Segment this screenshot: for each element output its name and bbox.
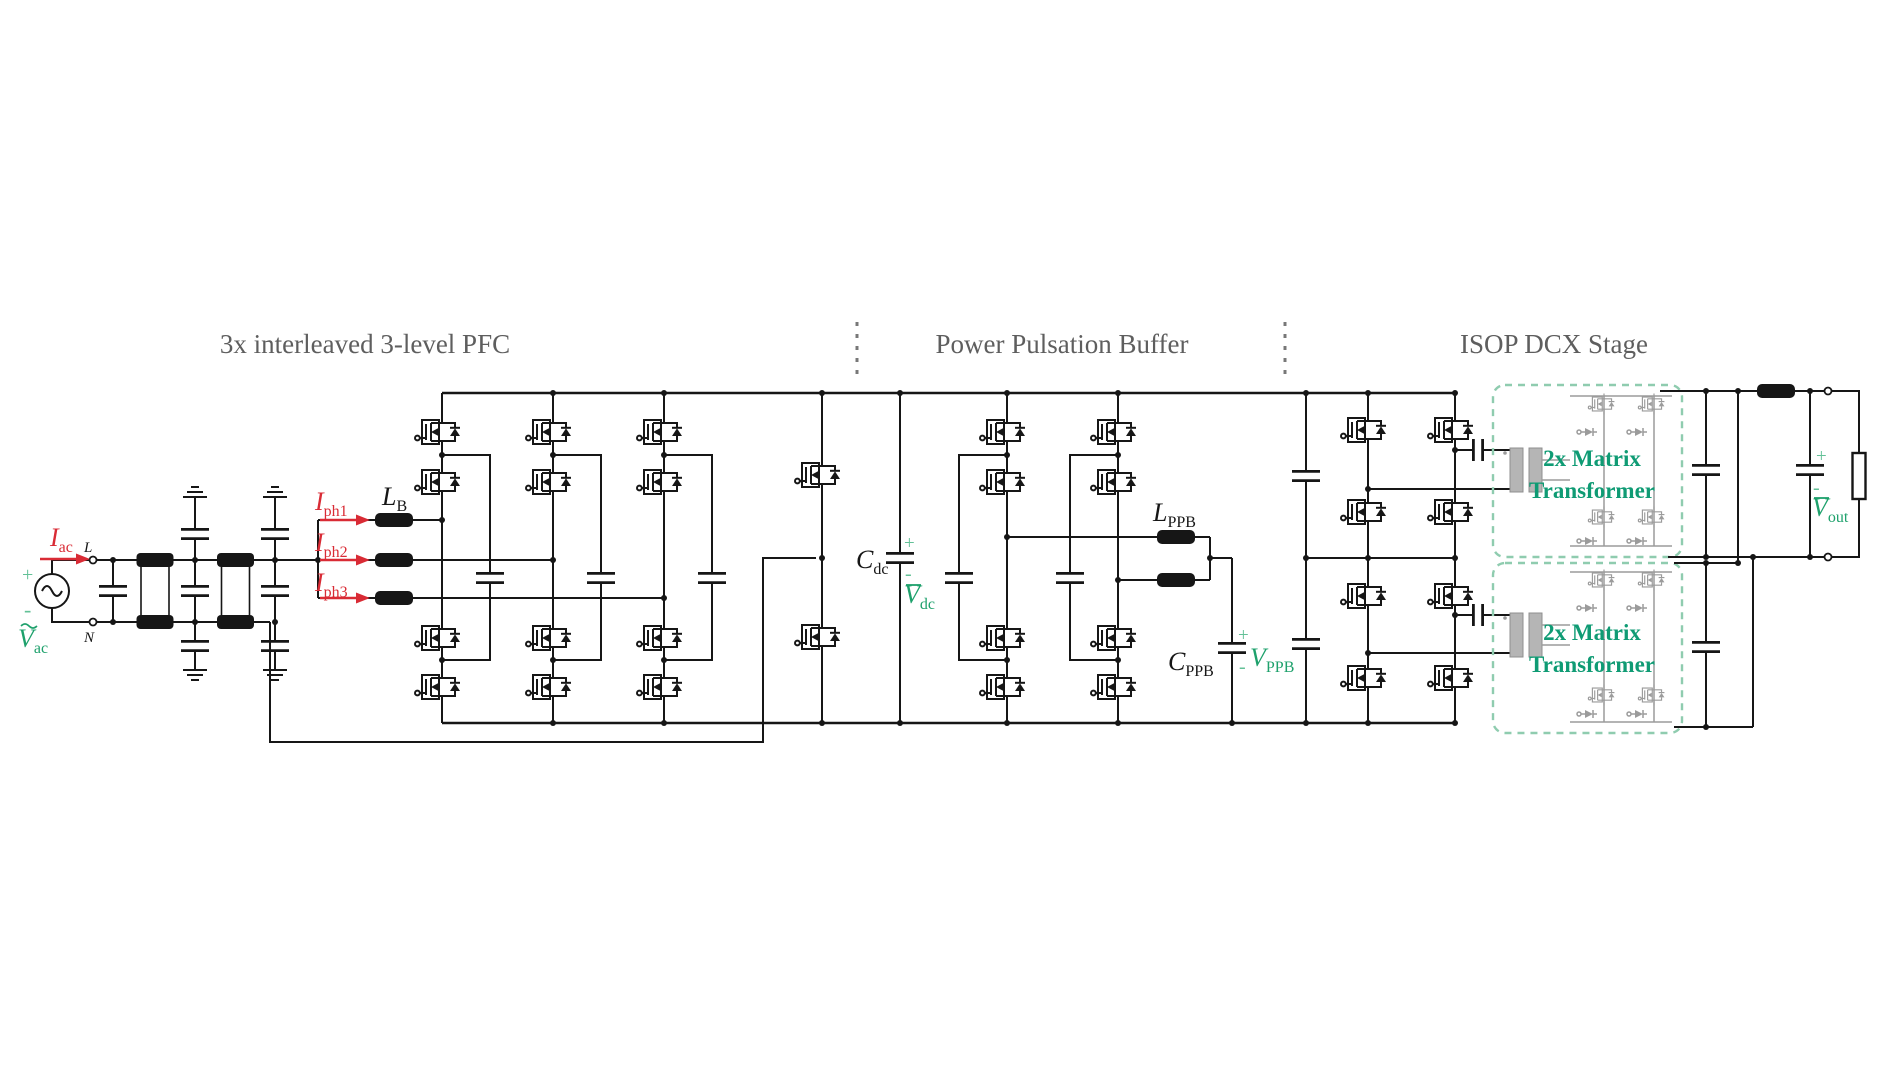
flying-capacitor xyxy=(550,452,615,663)
boost-inductor-icon xyxy=(375,591,413,605)
ppb-stage-title: Power Pulsation Buffer xyxy=(936,329,1189,359)
earth-ground-icon xyxy=(262,661,288,681)
lppb-label: LPPB xyxy=(1152,498,1196,531)
output-capacitor-icon xyxy=(1690,463,1722,477)
dcx-stage: 2x Matrix Transformer 2x Matr xyxy=(1290,383,1684,735)
iph2-label: Iph2 xyxy=(314,528,348,561)
output-filter xyxy=(1660,384,1867,730)
matrix-transformer-box: 2x Matrix Transformer xyxy=(1491,383,1684,559)
ppb-stage xyxy=(945,390,1248,726)
blocking-capacitor-icon xyxy=(1472,437,1484,463)
vout-label: Vout xyxy=(1812,493,1849,526)
transformer-icon xyxy=(1503,447,1543,493)
y-capacitor-icon xyxy=(259,640,291,652)
y-capacitor-icon xyxy=(259,528,291,540)
vac-overbar xyxy=(20,623,38,629)
neutral-return-wire xyxy=(269,557,816,743)
minus-mark: - xyxy=(1239,656,1246,678)
matrix-transformer-box: 2x Matrix Transformer xyxy=(1491,561,1684,735)
minus-mark: - xyxy=(24,597,31,622)
y-capacitor-icon xyxy=(179,528,211,540)
filter-cap-column xyxy=(110,486,291,681)
pfc-stage xyxy=(415,390,1455,726)
output-minus-terminal-icon xyxy=(1823,552,1833,562)
minus-mark: - xyxy=(1813,477,1820,499)
output-plus-terminal-icon xyxy=(1823,386,1833,396)
boost-inductor-icon xyxy=(375,553,413,567)
boost-inductor-icon xyxy=(375,513,413,527)
transformer-icon xyxy=(1503,612,1543,658)
flying-capacitor xyxy=(661,452,726,663)
x-capacitor-icon xyxy=(97,585,129,597)
vppb-label: VPPB xyxy=(1250,643,1294,676)
earth-ground-icon xyxy=(262,486,288,506)
cppb-label: CPPB xyxy=(1168,647,1214,680)
output-inductor-icon xyxy=(1757,384,1795,398)
neutral-terminal-label: N xyxy=(83,630,95,646)
dcx-input-capacitor-icon xyxy=(1290,638,1322,650)
pfc-stage-title: 3x interleaved 3-level PFC xyxy=(220,329,510,359)
section-headers: 3x interleaved 3-level PFC Power Pulsati… xyxy=(220,322,1648,376)
flying-capacitor xyxy=(439,452,504,663)
earth-ground-icon xyxy=(182,661,208,681)
cdc-label: Cdc xyxy=(856,545,888,578)
dcx-bridge-leg xyxy=(1341,558,1386,723)
dcx-bridge-leg xyxy=(1341,393,1386,558)
blocking-capacitor-icon xyxy=(1472,602,1484,628)
sine-icon xyxy=(41,585,63,597)
plus-mark: + xyxy=(1816,446,1827,467)
matrix-transformer-label: Transformer xyxy=(1529,652,1655,677)
dcx-bridge-leg xyxy=(1428,393,1473,558)
iac-label: Iac xyxy=(49,523,73,556)
ppb-inductor-icon xyxy=(1157,573,1195,587)
dc-link xyxy=(884,390,916,726)
filter-cap-column xyxy=(179,486,211,681)
y-capacitor-icon xyxy=(179,640,211,652)
x-capacitor-icon xyxy=(179,585,211,597)
boost-inductor-label: LB xyxy=(381,482,407,515)
vac-label: Vac xyxy=(18,624,48,657)
plus-mark: + xyxy=(904,533,915,554)
dcx-input-capacitor-icon xyxy=(1290,469,1322,483)
minus-mark: - xyxy=(905,563,912,585)
iph3-label: Iph3 xyxy=(314,568,348,601)
neutral-terminal-icon xyxy=(88,617,98,627)
emi-input-filter xyxy=(34,486,816,743)
dcx-bridge-leg xyxy=(1428,558,1473,723)
line-terminal-label: L xyxy=(83,540,92,556)
output-capacitor-icon xyxy=(1690,641,1722,653)
labels: Iac + - Vac L N Iph1 Iph2 Iph3 LB Cdc + … xyxy=(18,446,1849,680)
load-resistor xyxy=(1851,451,1867,501)
earth-ground-icon xyxy=(182,486,208,506)
common-mode-choke xyxy=(136,553,174,629)
ppb-leg xyxy=(1091,393,1136,723)
phase-split xyxy=(315,513,664,605)
matrix-transformer-label: Transformer xyxy=(1529,478,1655,503)
pfc-leg xyxy=(526,393,571,723)
ppb-leg xyxy=(980,393,1025,723)
vdc-label: Vdc xyxy=(904,580,935,613)
secondary-rectifier-gray xyxy=(1542,392,1672,547)
dcx-stage-title: ISOP DCX Stage xyxy=(1460,329,1648,359)
plus-mark: + xyxy=(1238,625,1249,646)
secondary-rectifier-gray xyxy=(1542,568,1672,723)
common-mode-choke xyxy=(217,553,254,629)
pfc-leg xyxy=(637,393,682,723)
plus-mark: + xyxy=(22,564,33,586)
pfc-leg xyxy=(415,393,460,723)
line-terminal-icon xyxy=(88,555,98,565)
matrix-transformer-label: 2x Matrix xyxy=(1543,446,1641,471)
iph1-label: Iph1 xyxy=(314,487,348,520)
ppb-inductor-icon xyxy=(1157,530,1195,544)
matrix-transformer-label: 2x Matrix xyxy=(1543,620,1641,645)
x-capacitor-icon xyxy=(259,585,291,597)
dc-link-capacitor-icon xyxy=(884,552,916,564)
